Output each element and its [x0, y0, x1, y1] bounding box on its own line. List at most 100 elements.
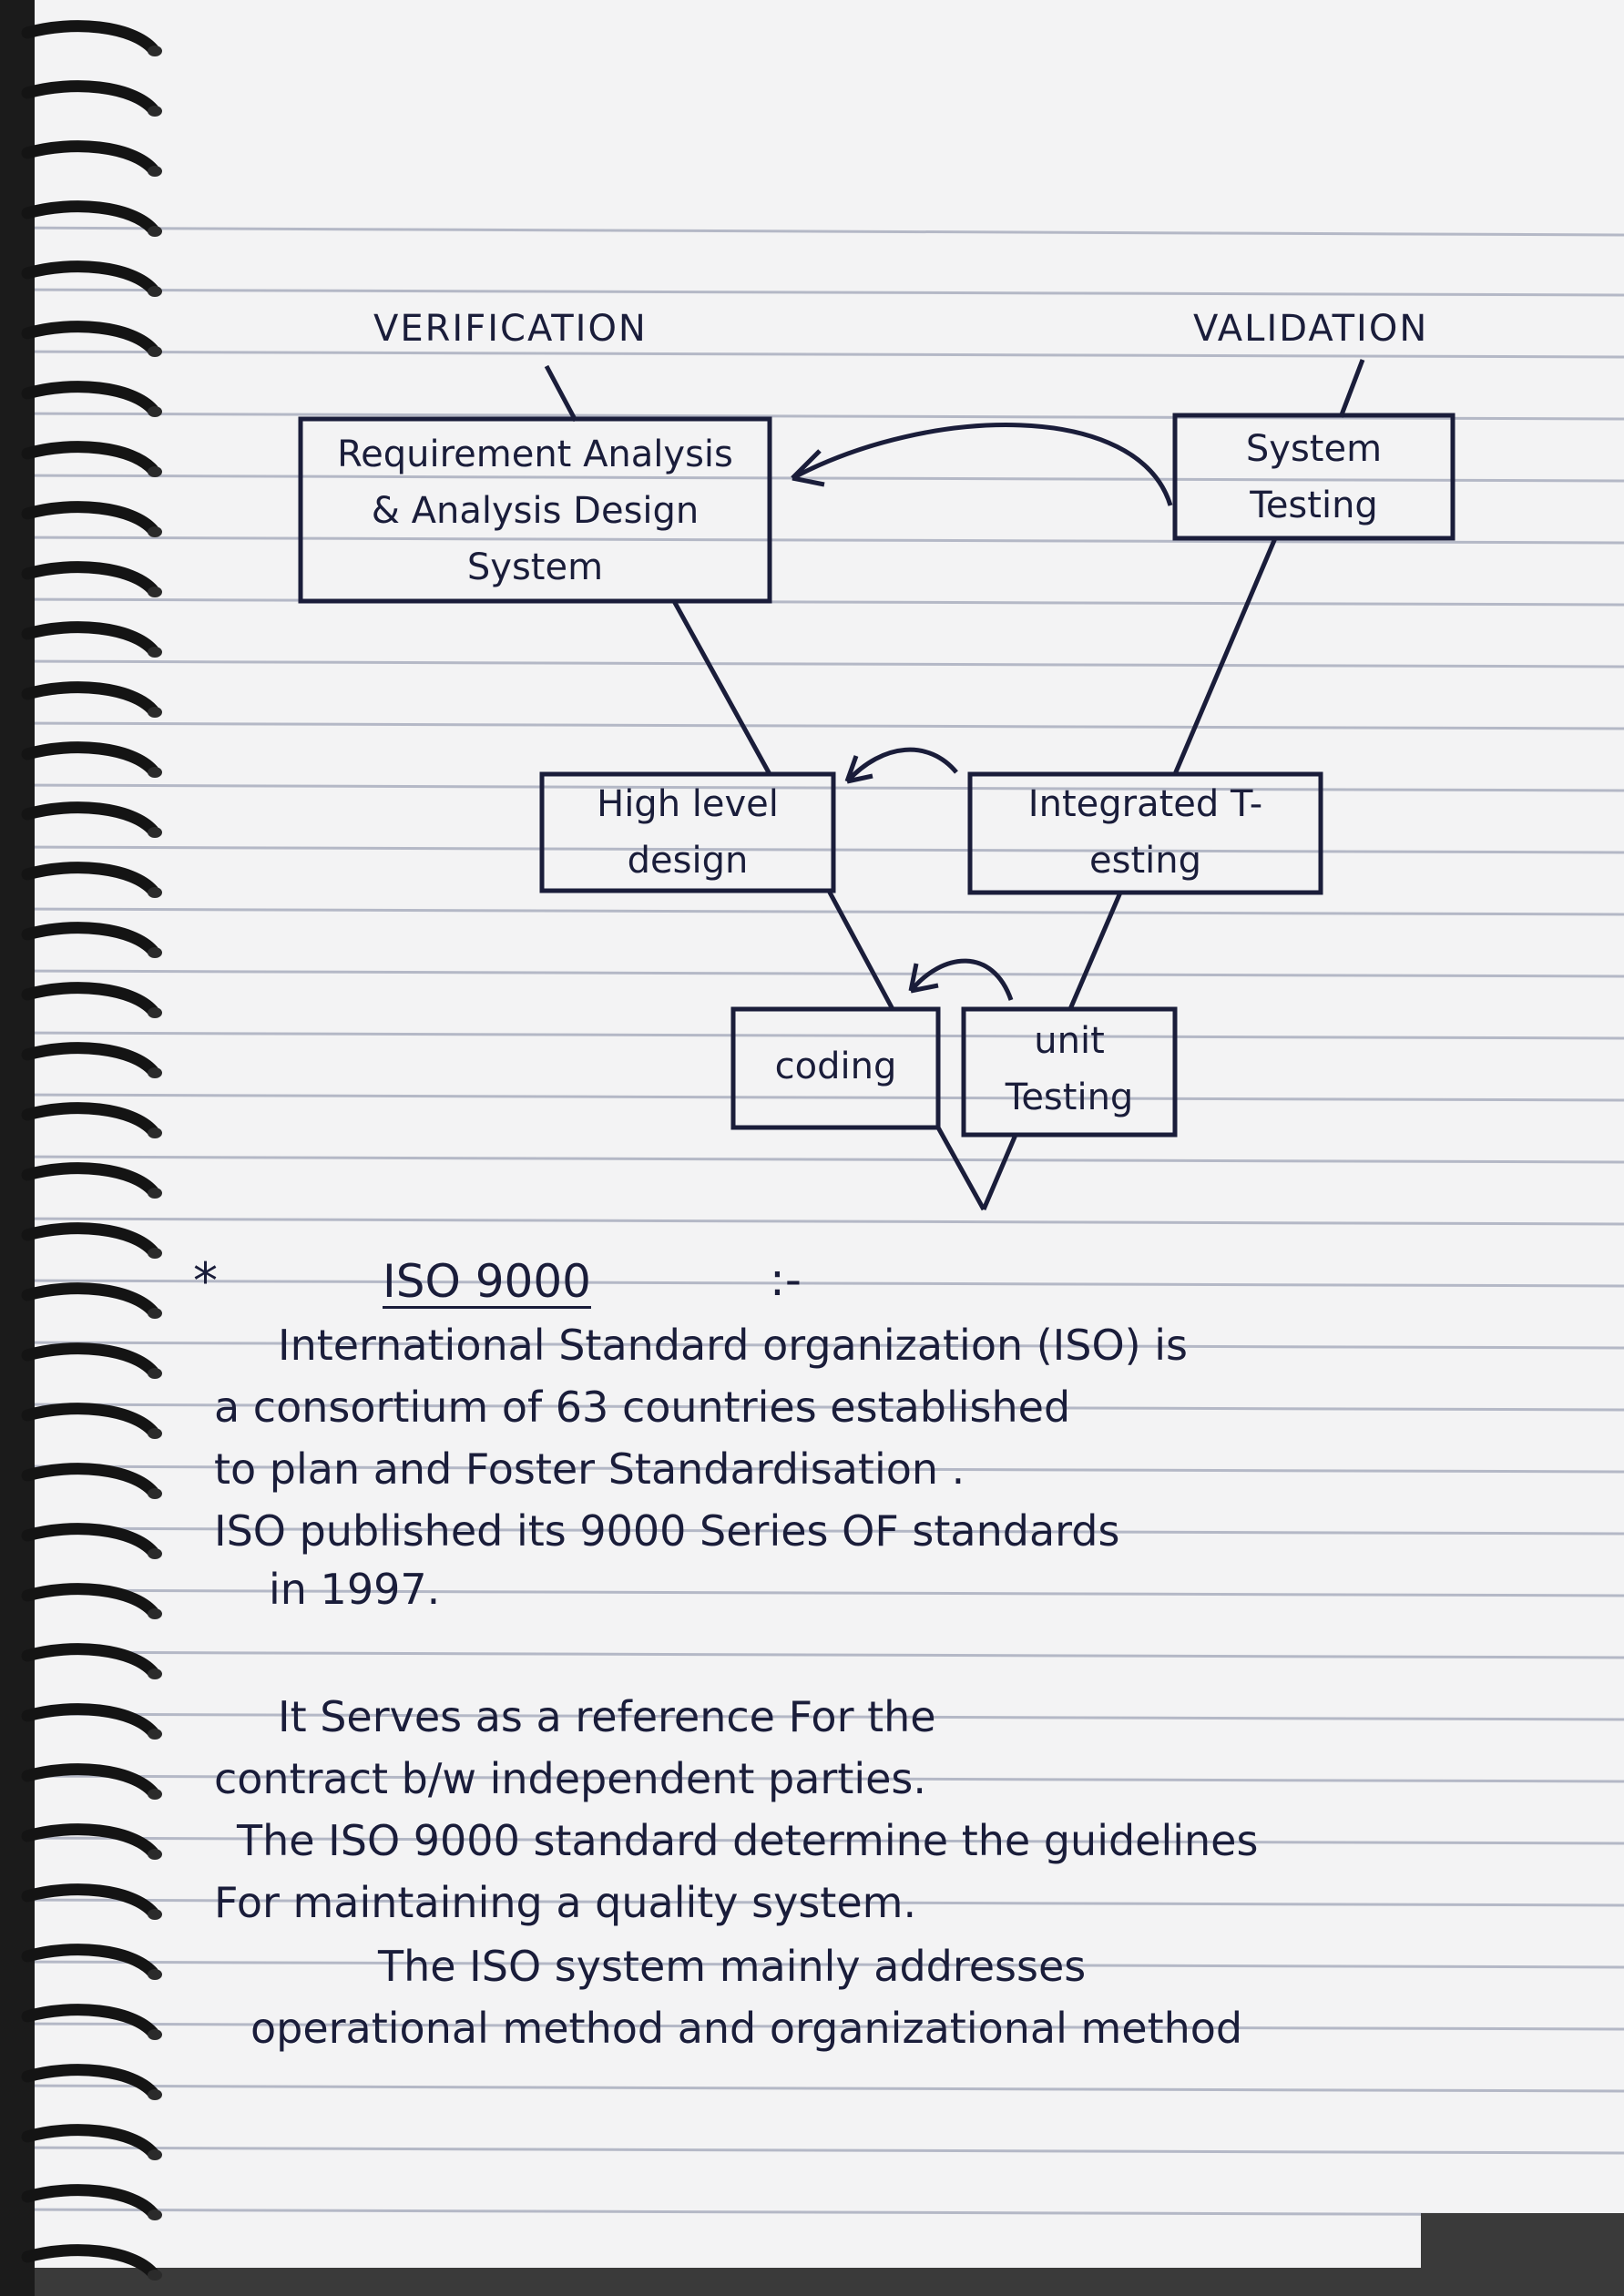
spiral-ring — [21, 1342, 159, 1378]
punch-hole — [148, 106, 162, 117]
spiral-ring — [21, 681, 159, 717]
punch-hole — [148, 887, 162, 898]
verification-leader — [544, 364, 578, 423]
punch-hole — [148, 1668, 162, 1679]
coding-box — [730, 1006, 941, 1130]
punch-hole — [148, 1488, 162, 1499]
spiral-ring — [21, 922, 159, 957]
validation-leader — [1338, 359, 1365, 418]
spiral-ring — [21, 2124, 159, 2159]
note-line-7: contract b/w independent parties. — [214, 1754, 927, 1803]
punch-hole — [148, 827, 162, 838]
spiral-ring — [21, 1523, 159, 1558]
spiral-ring — [21, 321, 159, 356]
spiral-ring — [21, 1222, 159, 1258]
punch-hole — [148, 1548, 162, 1559]
note-line-2: a consortium of 63 countries established — [214, 1383, 1071, 1432]
punch-hole — [148, 1248, 162, 1259]
spiral-ring — [21, 260, 159, 296]
punch-hole — [148, 647, 162, 658]
arrow-unit-to-coding — [909, 958, 1014, 1001]
spiral-ring — [21, 1643, 159, 1679]
punch-hole — [148, 1308, 162, 1319]
spiral-ring — [21, 1763, 159, 1799]
v-right-middle — [1067, 892, 1123, 1010]
punch-hole — [148, 166, 162, 177]
punch-hole — [148, 526, 162, 537]
punch-hole — [148, 346, 162, 357]
punch-hole — [148, 947, 162, 958]
system-testing-box-text: System Testing — [1245, 428, 1383, 526]
spiral-ring — [21, 80, 159, 116]
punch-hole — [148, 1969, 162, 1980]
punch-hole — [148, 406, 162, 417]
spiral-ring — [21, 200, 159, 236]
spiral-ring — [21, 441, 159, 476]
punch-hole — [148, 46, 162, 56]
note-line-10: The ISO system mainly addresses — [378, 1942, 1087, 1991]
arrow-system-to-requirement — [791, 423, 1173, 506]
arrowhead-3 — [908, 963, 939, 994]
spiral-ring — [21, 1463, 159, 1498]
punch-hole — [148, 286, 162, 297]
spiral-ring — [21, 381, 159, 416]
iso-heading-suffix: :- — [770, 1253, 802, 1306]
unit-testing-box — [961, 1006, 1178, 1138]
punch-hole — [148, 1428, 162, 1439]
punch-hole — [148, 2089, 162, 2100]
spiral-ring — [21, 2004, 159, 2039]
spiral-ring — [21, 2064, 159, 2099]
spiral-ring — [21, 20, 159, 56]
note-line-9: For maintaining a quality system. — [214, 1878, 917, 1927]
spiral-ring — [21, 741, 159, 777]
punch-hole — [148, 767, 162, 778]
punch-hole — [148, 2029, 162, 2040]
punch-hole — [148, 1007, 162, 1018]
integrated-testing-box-text: Integrated T- esting — [1027, 783, 1263, 882]
iso-heading: ISO 9000 — [383, 1255, 591, 1308]
unit-testing-box-text: unit Testing — [1005, 1020, 1134, 1118]
note-line-5: in 1997. — [269, 1565, 441, 1614]
arrowhead-1 — [791, 449, 825, 487]
punch-hole — [148, 1188, 162, 1199]
integrated-testing-box — [967, 771, 1323, 895]
note-line-6: It Serves as a reference For the — [278, 1692, 936, 1741]
spiral-ring — [21, 621, 159, 657]
arrow-integrated-to-design — [845, 747, 958, 783]
v-right-bottom — [981, 1134, 1018, 1210]
punch-hole — [148, 1729, 162, 1740]
punch-hole — [148, 1128, 162, 1138]
spiral-ring — [21, 1703, 159, 1739]
punch-hole — [148, 226, 162, 237]
spiral-ring — [21, 1403, 159, 1438]
spiral-ring — [21, 801, 159, 837]
spiral-ring — [21, 1162, 159, 1198]
requirement-box — [298, 416, 772, 604]
spiral-ring — [21, 501, 159, 536]
punch-hole — [148, 1067, 162, 1078]
note-line-4: ISO published its 9000 Series OF standar… — [214, 1506, 1120, 1556]
system-testing-box — [1172, 413, 1455, 541]
spiral-ring — [21, 862, 159, 897]
punch-hole — [148, 1909, 162, 1920]
bullet-star: * — [193, 1252, 218, 1310]
punch-hole — [148, 707, 162, 718]
v-left-bottom — [935, 1126, 986, 1211]
v-model-diagram — [298, 359, 1455, 1211]
spiral-ring — [21, 561, 159, 597]
punch-hole — [148, 587, 162, 597]
punch-hole — [148, 466, 162, 477]
high-level-design-box-text: High level design — [597, 783, 779, 882]
note-line-3: to plan and Foster Standardisation . — [214, 1444, 965, 1494]
spiral-ring — [21, 1823, 159, 1859]
spiral-ring — [21, 1883, 159, 1919]
punch-hole — [148, 1608, 162, 1619]
punch-hole — [148, 1789, 162, 1800]
note-line-8: The ISO 9000 standard determine the guid… — [237, 1816, 1259, 1865]
punch-hole — [148, 1368, 162, 1379]
spiral-binding — [0, 0, 162, 2296]
high-level-design-box — [539, 771, 836, 893]
spiral-ring — [21, 1944, 159, 1979]
spiral-ring — [21, 2244, 159, 2280]
